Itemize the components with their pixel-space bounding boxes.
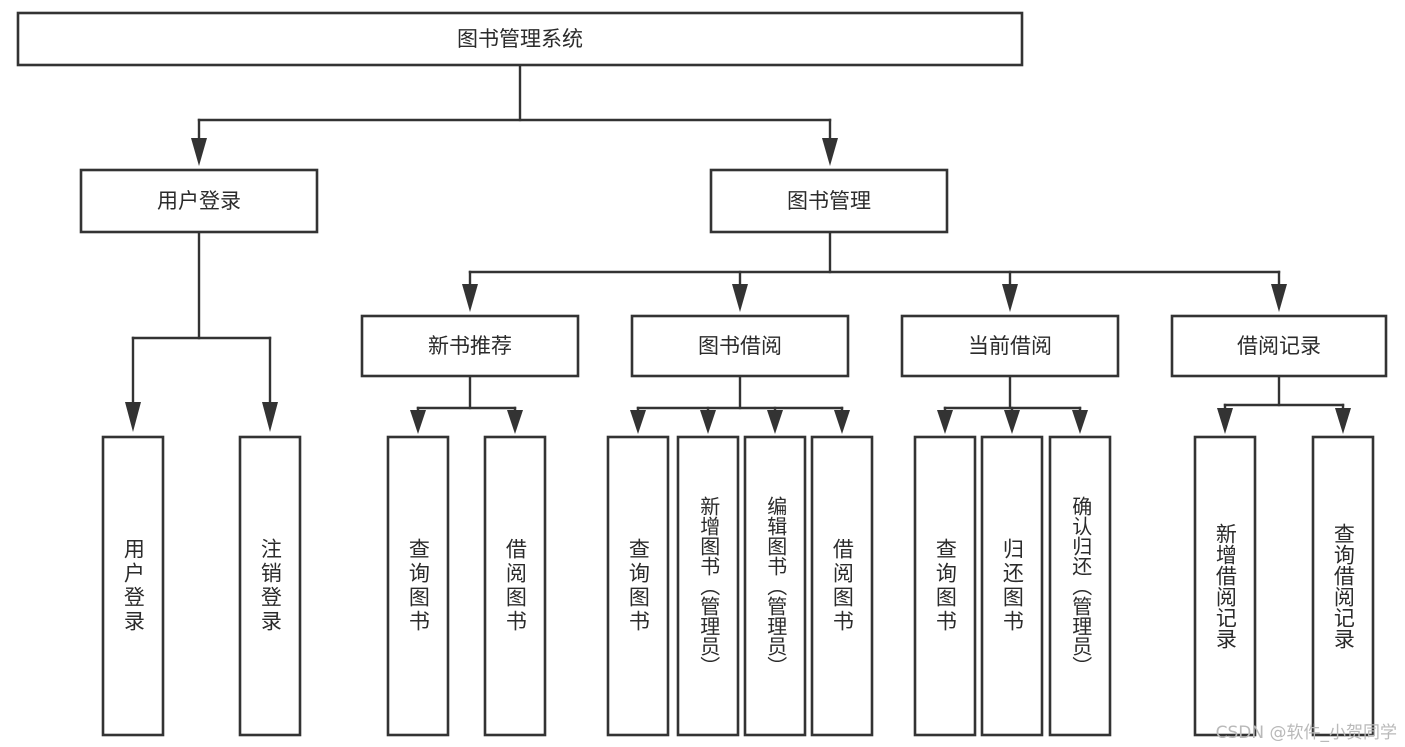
connector-group-book-mgmt	[462, 230, 1287, 312]
leaf-box-5[interactable]	[676, 435, 740, 737]
leaf-box-1[interactable]	[238, 435, 302, 737]
node-label-user-login: 用户登录	[157, 189, 241, 213]
node-label-borrow-record: 借阅记录	[1237, 334, 1321, 358]
node-boxes	[16, 11, 1388, 737]
node-box-book-borrow[interactable]	[630, 314, 850, 378]
connector-group-borrow-record	[1217, 374, 1351, 434]
arrow-head-icon	[822, 138, 838, 166]
arrow-head-icon	[1002, 284, 1018, 312]
node-label-book-management: 图书管理	[787, 189, 871, 213]
leaf-box-7[interactable]	[810, 435, 874, 737]
arrow-head-icon	[767, 410, 783, 434]
node-box-borrow-record[interactable]	[1170, 314, 1388, 378]
leaf-box-11[interactable]	[1193, 435, 1257, 737]
arrow-head-icon	[191, 138, 207, 166]
node-box-user-login[interactable]	[79, 168, 319, 234]
node-box-current-borrow[interactable]	[900, 314, 1120, 378]
arrow-head-icon	[125, 402, 141, 432]
node-label-current-borrow: 当前借阅	[968, 334, 1052, 358]
arrow-head-icon	[937, 410, 953, 434]
connector-group-book-borrow	[630, 374, 850, 434]
node-labels-horizontal: 图书管理系统 用户登录 图书管理 新书推荐 图书借阅 当前借阅 借阅记录	[157, 27, 1321, 358]
arrow-head-icon	[700, 410, 716, 434]
arrow-head-icon	[1072, 410, 1088, 434]
arrow-head-icon	[1335, 408, 1351, 434]
arrow-head-icon	[732, 284, 748, 312]
arrow-head-icon	[834, 410, 850, 434]
node-box-new-book-recommend[interactable]	[360, 314, 580, 378]
node-box-book-management[interactable]	[709, 168, 949, 234]
leaf-box-3[interactable]	[483, 435, 547, 737]
page-title: 图书管理系统	[457, 27, 583, 51]
connector-group-current-borrow	[937, 374, 1088, 434]
node-label-book-borrow: 图书借阅	[698, 334, 782, 358]
arrow-head-icon	[1004, 410, 1020, 434]
leaf-box-6[interactable]	[743, 435, 807, 737]
leaf-box-10[interactable]	[1048, 435, 1112, 737]
arrow-head-icon	[462, 284, 478, 312]
watermark-text: CSDN @软件_小贺同学	[1215, 723, 1397, 743]
leaf-box-12[interactable]	[1311, 435, 1375, 737]
leaf-box-4[interactable]	[606, 435, 670, 737]
leaf-box-2[interactable]	[386, 435, 450, 737]
arrow-head-icon	[262, 402, 278, 432]
leaf-box-9[interactable]	[980, 435, 1044, 737]
node-label-new-book-recommend: 新书推荐	[428, 334, 512, 358]
arrow-head-icon	[410, 410, 426, 434]
arrow-head-icon	[1217, 408, 1233, 434]
leaf-box-0[interactable]	[101, 435, 165, 737]
connector-group-root	[191, 63, 838, 166]
leaf-box-8[interactable]	[913, 435, 977, 737]
arrow-head-icon	[1271, 284, 1287, 312]
arrow-head-icon	[507, 410, 523, 434]
connector-group-new-book	[410, 374, 523, 434]
node-box-root[interactable]	[16, 11, 1024, 67]
connector-group-user-login	[125, 230, 278, 432]
arrow-head-icon	[630, 410, 646, 434]
